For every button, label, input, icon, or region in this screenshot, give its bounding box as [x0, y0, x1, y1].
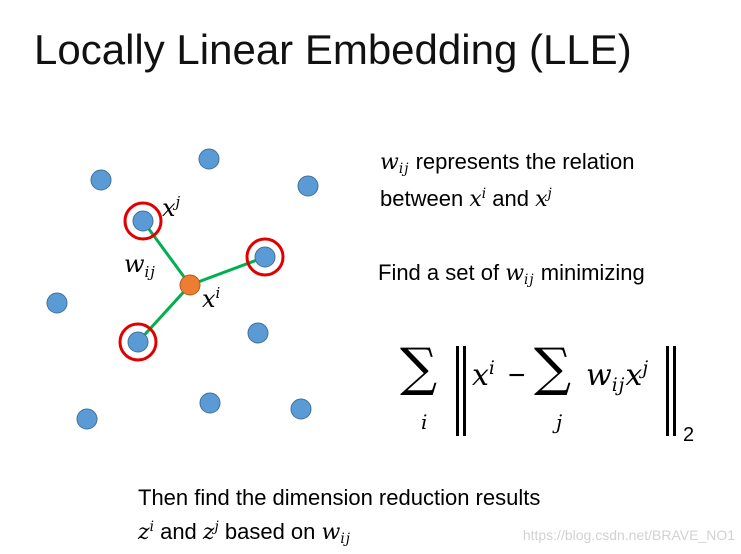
watermark-text: https://blog.csdn.net/BRAVE_NO1 — [522, 527, 735, 543]
neighbor-ring — [118, 322, 158, 362]
data-point — [76, 408, 98, 430]
edge-to-lower — [136, 283, 192, 344]
data-point-neighbor — [254, 246, 276, 268]
label-xj: xj — [162, 193, 181, 222]
norm-subscript: 2 — [683, 424, 695, 446]
edge-to-xj — [141, 220, 192, 286]
data-point — [297, 175, 319, 197]
formula-wij-xj: wijxj — [586, 357, 649, 396]
sum-symbol-j: ∑ — [534, 338, 572, 398]
norm-bar-right-2 — [673, 346, 676, 436]
then-text-line1: Then find the dimension reduction result… — [138, 485, 541, 510]
neighbor-ring — [123, 201, 163, 241]
formula-xi: xi — [472, 357, 495, 393]
label-xi: xi — [202, 284, 221, 313]
data-point — [198, 148, 220, 170]
relation-text-line2: between xi and xj — [380, 185, 552, 212]
neighbor-ring — [245, 237, 285, 277]
sum-index-i: i — [421, 410, 428, 434]
find-text: Find a set of wij minimizing — [378, 260, 645, 289]
data-point — [290, 398, 312, 420]
formula-minus: − — [508, 359, 526, 392]
data-point — [46, 292, 68, 314]
norm-bar-left-2 — [463, 346, 466, 436]
norm-bar-right — [666, 346, 669, 436]
edge-to-right — [189, 255, 266, 287]
sum-symbol-i: ∑ — [400, 338, 438, 398]
data-point — [199, 392, 221, 414]
sum-index-j: j — [556, 410, 563, 434]
then-text-line2: zi and zj based on wij — [138, 518, 351, 548]
data-point — [90, 169, 112, 191]
data-point-xj — [132, 210, 154, 232]
relation-text-line1: wij represents the relation — [380, 149, 635, 178]
data-point-neighbor — [127, 331, 149, 353]
center-point-xi — [179, 274, 201, 296]
label-wij: wij — [124, 250, 156, 281]
norm-bar-left — [456, 346, 459, 436]
slide-title: Locally Linear Embedding (LLE) — [34, 26, 632, 73]
data-point — [247, 322, 269, 344]
